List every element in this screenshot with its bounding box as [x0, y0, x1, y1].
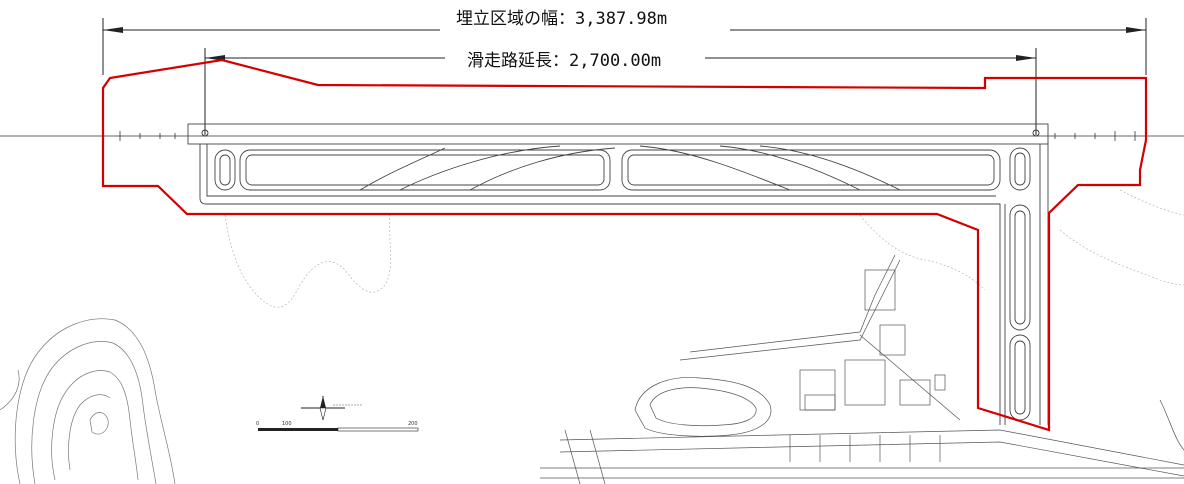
runway-length-label: 滑走路延長 [467, 51, 552, 71]
existing-airport-facilities [540, 254, 1184, 484]
arrowhead-right-icon [1126, 27, 1146, 33]
scale-bar: 0 100 200 [256, 421, 419, 432]
threshold-marker-icon [1032, 129, 1040, 137]
reclamation-boundary [101, 58, 1148, 432]
reclamation-width-label: 埋立区域の幅 [456, 9, 558, 29]
arrowhead-left-icon [103, 27, 123, 33]
runway-centerline [0, 131, 1184, 141]
runway-length-separator: ： [552, 51, 569, 71]
reclamation-width-separator: ： [558, 9, 575, 29]
terrain-contours [224, 189, 1184, 308]
reclamation-width-dimension: 埋立区域の幅：3,387.98m [102, 9, 1147, 75]
svg-text:埋立区域の幅：3,387.98m: 埋立区域の幅：3,387.98m [456, 9, 667, 29]
runway-length-dimension: 滑走路延長：2,700.00m [204, 48, 1037, 135]
scale-bar-label-0: 0 [256, 421, 259, 427]
island-terrain [0, 318, 176, 484]
runway-length-value: 2,700.00m [569, 51, 661, 71]
threshold-marker-icon [201, 129, 209, 137]
scale-bar-segment [258, 428, 338, 431]
compass-north-arrow-icon [301, 396, 363, 421]
arrowhead-right-icon [1016, 55, 1036, 61]
svg-text:滑走路延長：2,700.00m: 滑走路延長：2,700.00m [467, 51, 661, 71]
scale-bar-label-200: 200 [408, 421, 418, 427]
reclamation-width-value: 3,387.98m [575, 9, 667, 29]
scale-bar-segment [337, 427, 419, 432]
taxiway-infield-ovals [214, 147, 1031, 421]
scale-bar-label-100: 100 [282, 421, 292, 427]
